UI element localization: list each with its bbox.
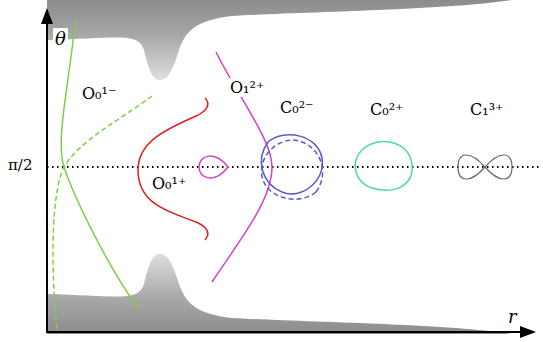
tick-label-holder: π/2 — [6, 156, 34, 174]
orbit-label: O₀¹⁻ — [80, 84, 118, 103]
orbit-curve — [262, 140, 323, 199]
orbit-label: C₀²⁺ — [368, 100, 406, 119]
orbit-curve — [261, 135, 322, 194]
axis-label-holder: r — [506, 306, 519, 328]
orbit-label-holder: C₀²⁻ — [278, 98, 316, 117]
forbidden-region — [47, 0, 512, 80]
tick-label: π/2 — [6, 156, 34, 174]
orbit-curve — [138, 98, 208, 240]
orbit-curve — [355, 142, 412, 191]
axis-arrowhead — [41, 8, 53, 24]
axis-label-holder: θ — [53, 28, 68, 50]
axis-label: r — [506, 306, 519, 328]
equator-line — [47, 166, 541, 168]
forbidden-region — [47, 254, 512, 334]
orbit-label-holder: C₁³⁺ — [468, 100, 506, 119]
orbit-label-holder: O₀¹⁺ — [150, 174, 188, 193]
theta-axis — [46, 22, 48, 333]
orbit-label: O₁²⁺ — [228, 78, 266, 97]
orbit-curve — [53, 96, 152, 330]
orbit-curve — [212, 52, 272, 282]
orbit-curve — [199, 156, 228, 178]
axis-label: θ — [53, 28, 68, 50]
orbit-label: C₀²⁻ — [278, 98, 316, 117]
orbit-label-holder: O₁²⁺ — [228, 78, 266, 97]
orbit-label-holder: O₀¹⁻ — [80, 84, 118, 103]
orbit-label: C₁³⁺ — [468, 100, 506, 119]
orbit-curve — [61, 22, 138, 308]
axis-arrowhead — [520, 326, 536, 338]
orbit-curve — [458, 155, 512, 179]
r-axis — [46, 331, 522, 333]
orbit-label: O₀¹⁺ — [150, 174, 188, 193]
orbit-label-holder: C₀²⁺ — [368, 100, 406, 119]
